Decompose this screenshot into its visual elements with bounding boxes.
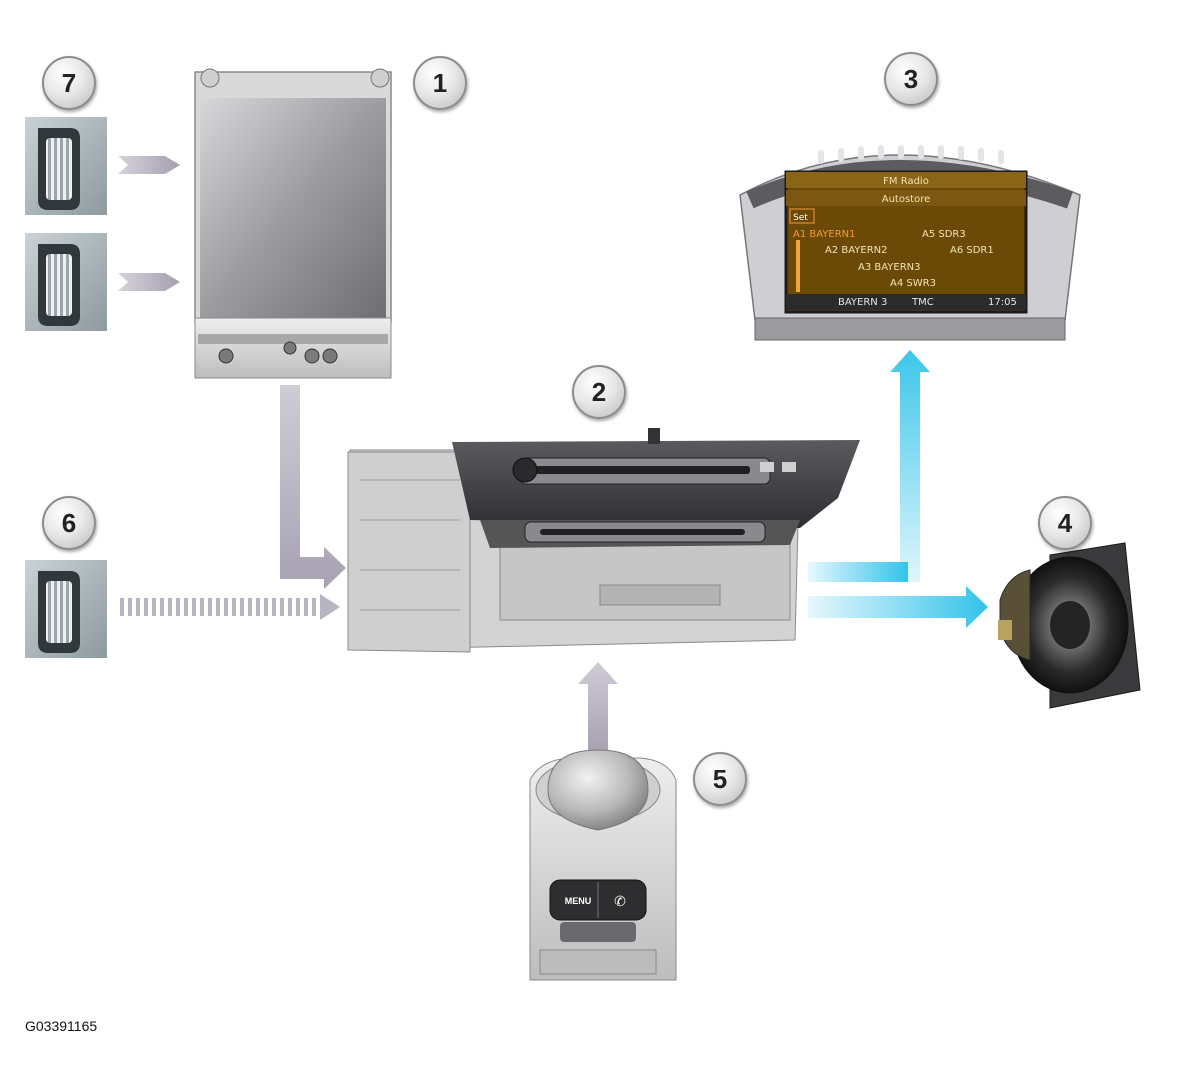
callout-6: 6 xyxy=(42,496,96,550)
display-status-station: BAYERN 3 xyxy=(838,297,887,308)
key-remote-1 xyxy=(25,117,107,215)
head-unit xyxy=(347,428,860,653)
control-display: FM Radio Autostore Set A1 BAYERN1 A5 SDR… xyxy=(739,145,1081,341)
control-module xyxy=(194,68,392,379)
display-source: FM Radio xyxy=(883,176,929,187)
speaker xyxy=(998,542,1141,709)
arrow-key2-to-module xyxy=(118,273,180,291)
callout-4: 4 xyxy=(1038,496,1092,550)
arrow-controller-to-headunit xyxy=(578,662,618,752)
arrow-key3-to-headunit xyxy=(120,594,340,620)
voice-button-icon: ✆ xyxy=(614,893,626,909)
display-menu: Autostore xyxy=(882,194,931,205)
callout-1: 1 xyxy=(413,56,467,110)
display-station-a6: A6 SDR1 xyxy=(950,245,994,256)
figure-code: G03391165 xyxy=(25,1018,98,1034)
display-station-a3: A3 BAYERN3 xyxy=(858,262,921,273)
display-station-a1: A1 BAYERN1 xyxy=(793,229,856,240)
display-status-tmc: TMC xyxy=(911,297,934,308)
arrow-module-to-headunit xyxy=(280,385,346,589)
display-station-a4: A4 SWR3 xyxy=(890,278,936,289)
callout-7: 7 xyxy=(42,56,96,110)
arrow-headunit-to-display xyxy=(808,350,930,582)
key-remote-2 xyxy=(25,233,107,331)
display-station-a2: A2 BAYERN2 xyxy=(825,245,888,256)
display-status-time: 17:05 xyxy=(988,297,1017,308)
callout-2: 2 xyxy=(572,365,626,419)
menu-button-label: MENU xyxy=(565,896,592,906)
callout-3: 3 xyxy=(884,52,938,106)
arrow-headunit-to-speaker xyxy=(808,586,988,628)
callout-5: 5 xyxy=(693,752,747,806)
key-remote-3 xyxy=(25,560,107,658)
controller: MENU ✆ xyxy=(529,749,677,981)
display-station-a5: A5 SDR3 xyxy=(922,229,966,240)
arrow-key1-to-module xyxy=(118,156,180,174)
display-set-label: Set xyxy=(793,213,808,223)
